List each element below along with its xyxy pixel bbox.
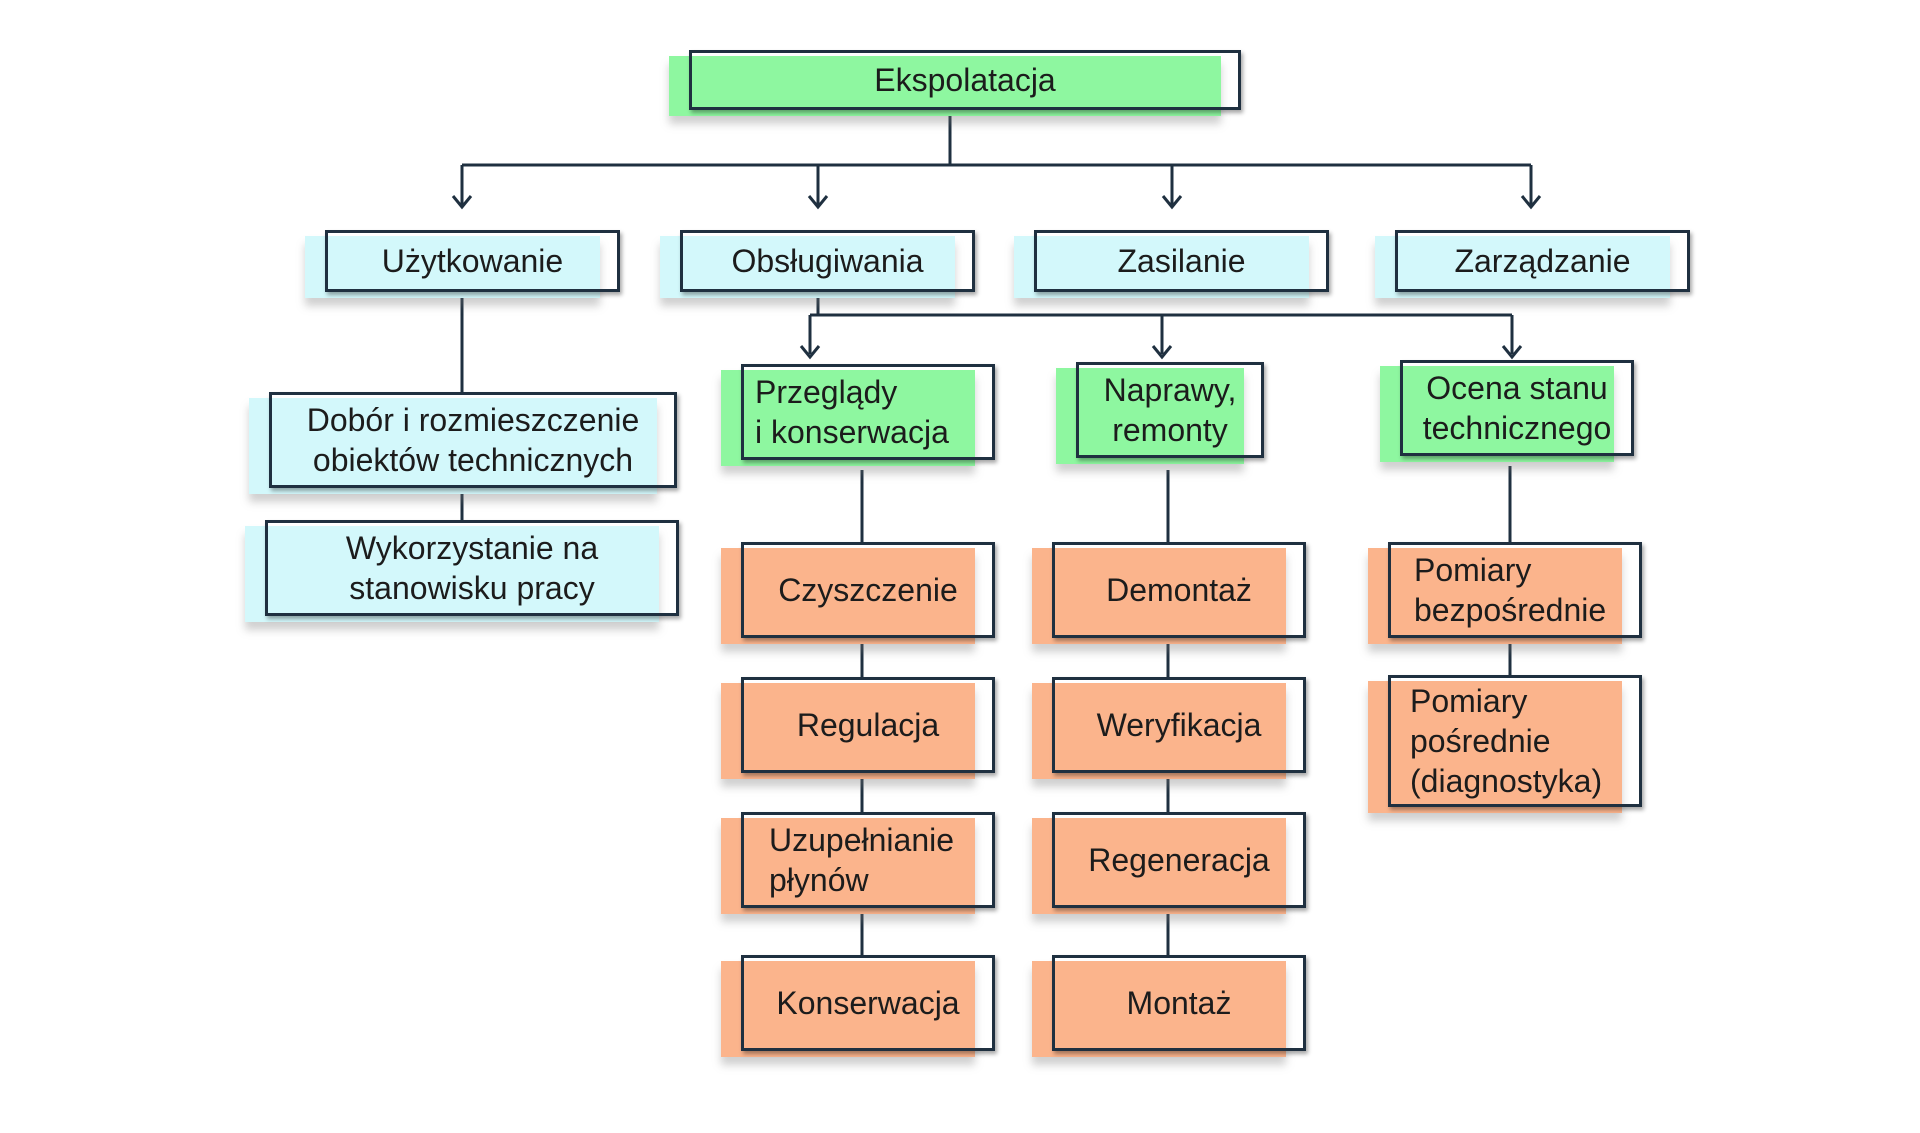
arrowhead-ocena <box>1501 345 1523 360</box>
arrowhead-zarzadzanie <box>1520 195 1542 210</box>
node-przeglady-label: Przeglądy i konserwacja <box>755 374 949 450</box>
node-wykorzystanie-label: Wykorzystanie na stanowisku pracy <box>345 530 599 606</box>
node-montaz-label: Montaż <box>1126 985 1232 1021</box>
node-pomiary-bezposrednie-label: Pomiary bezpośrednie <box>1414 552 1607 628</box>
node-demontaz-label: Demontaż <box>1106 572 1252 608</box>
arrowhead-obslugiwania <box>807 195 829 210</box>
node-czyszczenie[interactable]: Czyszczenie <box>721 542 995 644</box>
node-ekspolatacja-label: Ekspolatacja <box>874 62 1056 98</box>
node-konserwacja-label: Konserwacja <box>776 985 960 1021</box>
node-weryfikacja-label: Weryfikacja <box>1096 707 1262 743</box>
node-naprawy[interactable]: Naprawy, remonty <box>1056 362 1264 464</box>
node-uzupelnianie-label: Uzupełnianie płynów <box>769 822 955 898</box>
node-zasilanie-label: Zasilanie <box>1117 243 1246 279</box>
arrowhead-przeglady <box>799 345 821 360</box>
node-pomiary-posrednie[interactable]: Pomiary pośrednie (diagnostyka) <box>1368 675 1642 813</box>
node-ekspolatacja[interactable]: Ekspolatacja <box>669 50 1241 116</box>
node-konserwacja[interactable]: Konserwacja <box>721 955 995 1057</box>
node-zarzadzanie[interactable]: Zarządzanie <box>1375 230 1690 298</box>
node-wykorzystanie[interactable]: Wykorzystanie na stanowisku pracy <box>245 520 679 622</box>
node-pomiary-posrednie-label: Pomiary pośrednie (diagnostyka) <box>1410 683 1603 799</box>
node-ocena-label: Ocena stanu technicznego <box>1422 370 1612 446</box>
node-przeglady[interactable]: Przeglądy i konserwacja <box>721 364 995 466</box>
node-uzytkowanie[interactable]: Użytkowanie <box>305 230 620 298</box>
node-uzupelnianie[interactable]: Uzupełnianie płynów <box>721 812 995 914</box>
node-weryfikacja[interactable]: Weryfikacja <box>1032 677 1306 779</box>
node-obslugiwania-label: Obsługiwania <box>731 243 924 279</box>
node-regulacja-label: Regulacja <box>796 707 940 743</box>
node-regeneracja[interactable]: Regeneracja <box>1032 812 1306 914</box>
arrowhead-naprawy <box>1151 345 1173 360</box>
node-uzytkowanie-label: Użytkowanie <box>381 243 564 279</box>
node-czyszczenie-label: Czyszczenie <box>778 572 958 608</box>
node-dobor-label: Dobór i rozmieszczenie obiektów technicz… <box>306 402 640 478</box>
node-demontaz[interactable]: Demontaż <box>1032 542 1306 644</box>
node-regulacja[interactable]: Regulacja <box>721 677 995 779</box>
node-pomiary-bezposrednie[interactable]: Pomiary bezpośrednie <box>1368 542 1642 644</box>
node-regeneracja-label: Regeneracja <box>1088 842 1270 878</box>
node-zasilanie[interactable]: Zasilanie <box>1014 230 1329 298</box>
node-naprawy-label: Naprawy, remonty <box>1103 372 1237 448</box>
arrowhead-zasilanie <box>1161 195 1183 210</box>
node-obslugiwania[interactable]: Obsługiwania <box>660 230 975 298</box>
node-dobor[interactable]: Dobór i rozmieszczenie obiektów technicz… <box>249 392 677 494</box>
node-zarzadzanie-label: Zarządzanie <box>1454 243 1631 279</box>
arrowhead-uzytkowanie <box>451 195 473 210</box>
node-ocena[interactable]: Ocena stanu technicznego <box>1380 360 1634 462</box>
node-montaz[interactable]: Montaż <box>1032 955 1306 1057</box>
